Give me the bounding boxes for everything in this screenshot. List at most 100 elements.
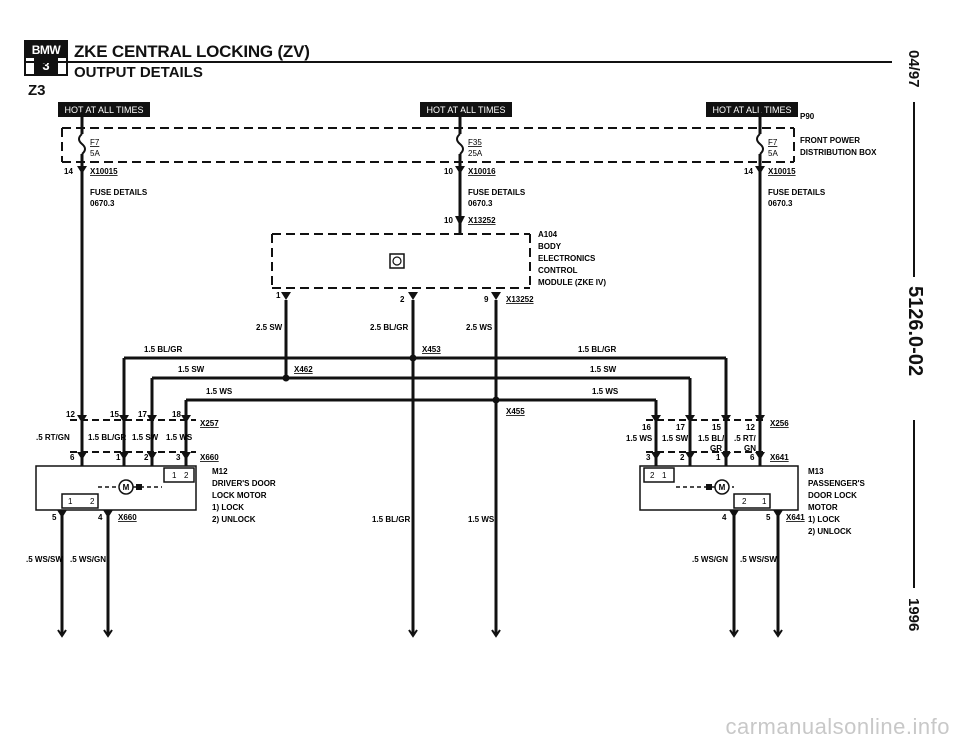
title-rule [24, 61, 892, 63]
left-motor-icon: M [118, 479, 142, 495]
left-conn-pin-17: 17 [138, 410, 147, 419]
right-motor-sw-1: 1 [762, 497, 767, 506]
left-motor-pin-4: 4 [98, 513, 103, 522]
left-door-connector [70, 419, 196, 453]
bus-wires [122, 356, 728, 420]
left-motor-wire-wsgn: .5 WS/GN [70, 555, 106, 564]
left-motor-pin-5: 5 [52, 513, 57, 522]
svg-text:HOT AT ALL TIMES: HOT AT ALL TIMES [712, 105, 791, 115]
right-conn-pin-17: 17 [676, 423, 685, 432]
fuse-right-connector: X10015 [768, 167, 796, 176]
module-line1: BODY [538, 242, 562, 251]
hot-tag-left: HOT AT ALL TIMES [58, 102, 150, 117]
right-motor-icon: M [706, 479, 730, 495]
left-motor-sw-2: 2 [90, 497, 95, 506]
svg-text:HOT AT ALL TIMES: HOT AT ALL TIMES [64, 105, 143, 115]
svg-text:M: M [123, 483, 130, 492]
left-conn-wire-ws: 1.5 WS [166, 433, 193, 442]
right-motor-key-2: 2 [650, 471, 655, 480]
right-connector-wires [654, 420, 762, 466]
module-line4: MODULE (ZKE IV) [538, 278, 606, 287]
fuse-left-name: F7 [90, 138, 100, 147]
splice-x462: X462 [294, 365, 313, 374]
left-conn-x660: X660 [200, 453, 219, 462]
right-motor-line2: DOOR LOCK [808, 491, 857, 500]
fuse-right-rating: 5A [768, 149, 778, 158]
left-conn-pin-2: 2 [144, 453, 149, 462]
right-conn-pin-2: 2 [680, 453, 685, 462]
fuse-symbols [78, 133, 764, 155]
fuse-right-ref: 0670.3 [768, 199, 793, 208]
hot-tag-center: HOT AT ALL TIMES [420, 102, 512, 117]
right-motor-x641: X641 [786, 513, 805, 522]
right-motor-wire-wsgn: .5 WS/GN [692, 555, 728, 564]
fuse-right-details: FUSE DETAILS [768, 188, 826, 197]
right-conn-pin-1: 1 [716, 453, 721, 462]
right-conn-wire-rtgn-b: GN [744, 444, 756, 453]
fuse-center-details: FUSE DETAILS [468, 188, 526, 197]
power-box-line2: DISTRIBUTION BOX [800, 148, 877, 157]
fuse-left-rating: 5A [90, 149, 100, 158]
left-motor-wire-wssw: .5 WS/SW [26, 555, 63, 564]
connector-markers [77, 166, 765, 300]
body-electronics-module [271, 233, 531, 289]
left-motor-sw-1: 1 [68, 497, 73, 506]
left-motor-x660: X660 [118, 513, 137, 522]
right-motor-line1: PASSENGER'S [808, 479, 866, 488]
module-pin-9: 9 [484, 295, 489, 304]
left-conn-pin-15: 15 [110, 410, 119, 419]
left-conn-id: X257 [200, 419, 219, 428]
power-distribution-box [61, 127, 795, 163]
wire-ws-right: 1.5 WS [592, 387, 619, 396]
right-conn-pin-15: 15 [712, 423, 721, 432]
right-motor-pin-5: 5 [766, 513, 771, 522]
right-motor-box [639, 465, 799, 511]
right-motor-lock: 1) LOCK [808, 515, 840, 524]
left-motor-line1: DRIVER'S DOOR [212, 479, 276, 488]
right-conn-pin-12: 12 [746, 423, 755, 432]
side-rule-2 [913, 420, 915, 588]
left-conn-pin-6: 6 [70, 453, 75, 462]
left-conn-pin-18: 18 [172, 410, 181, 419]
wire-bottom-ws: 1.5 WS [468, 515, 495, 524]
module-input-connector: X13252 [468, 216, 496, 225]
right-conn-wire-blgr-a: 1.5 BL/ [698, 434, 725, 443]
left-motor-key-1: 1 [172, 471, 177, 480]
module-line3: CONTROL [538, 266, 578, 275]
fuse-center-pin: 10 [444, 167, 453, 176]
fuse-right-name: F7 [768, 138, 778, 147]
page-title: ZKE CENTRAL LOCKING (ZV) [74, 42, 310, 61]
module-input-pin: 10 [444, 216, 453, 225]
right-conn-pin-6: 6 [750, 453, 755, 462]
wire-2-5-sw: 2.5 SW [256, 323, 283, 332]
right-conn-pin-16: 16 [642, 423, 651, 432]
left-conn-wire-sw: 1.5 SW [132, 433, 159, 442]
left-motor-id: M12 [212, 467, 228, 476]
right-motor-unlock: 2) UNLOCK [808, 527, 852, 536]
right-conn-wire-sw: 1.5 SW [662, 434, 689, 443]
logo-brand: BMW [26, 42, 66, 58]
right-motor-wire-wssw: .5 WS/SW [740, 555, 777, 564]
fuse-left-details: FUSE DETAILS [90, 188, 148, 197]
left-conn-pin-1: 1 [116, 453, 121, 462]
power-box-id: P90 [800, 112, 815, 121]
left-motor-key-2: 2 [184, 471, 189, 480]
left-motor-lock: 1) LOCK [212, 503, 244, 512]
module-pin-1: 1 [276, 291, 281, 300]
fuse-right-pin: 14 [744, 167, 753, 176]
splice-x453: X453 [422, 345, 441, 354]
right-motor-line3: MOTOR [808, 503, 838, 512]
fuse-center-connector: X10016 [468, 167, 496, 176]
module-output-connector: X13252 [506, 295, 534, 304]
right-door-connector [646, 419, 766, 453]
fuse-center-name: F35 [468, 138, 482, 147]
watermark: carmanualsonline.info [725, 714, 950, 739]
right-motor-sw-2: 2 [742, 497, 747, 506]
module-id: A104 [538, 230, 558, 239]
fuse-center-ref: 0670.3 [468, 199, 493, 208]
right-motor-pin-4: 4 [722, 513, 727, 522]
wire-blgr-left: 1.5 BL/GR [144, 345, 182, 354]
wire-blgr-right: 1.5 BL/GR [578, 345, 616, 354]
continuation-marks [57, 629, 783, 638]
